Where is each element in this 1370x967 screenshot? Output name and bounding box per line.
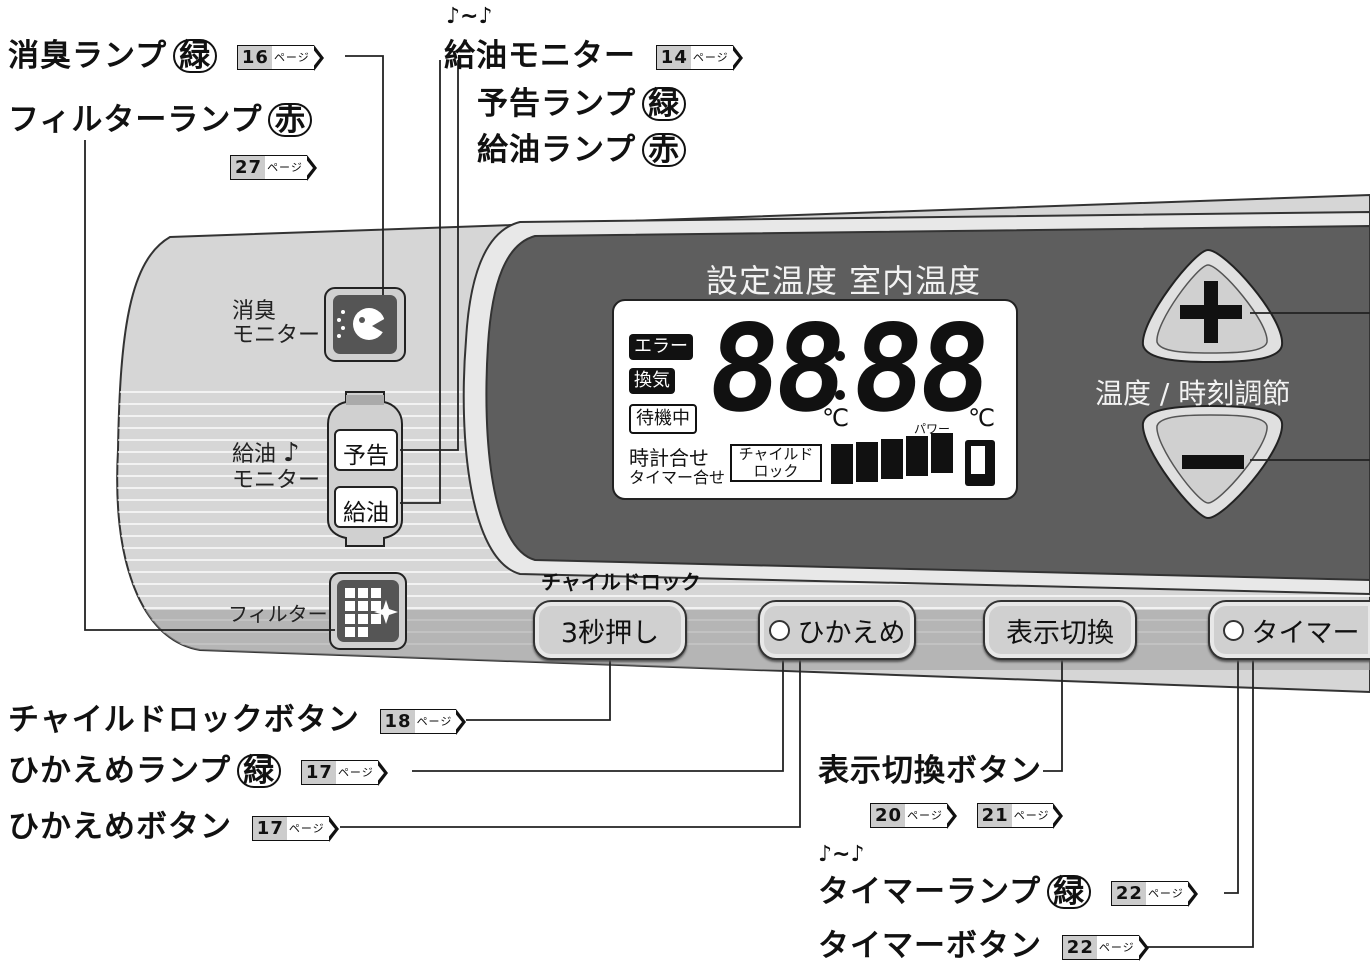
lcd-timer-set: タイマー合せ [629, 468, 726, 487]
fuel-monitor-chime: ♪~♪ [446, 4, 493, 29]
deodorize-monitor-label: 消臭 モニター [232, 299, 321, 348]
callout-text: フィルターランプ [8, 102, 263, 138]
lcd-unit-left: ℃ [822, 404, 849, 432]
color-badge: 緑 [642, 87, 687, 121]
timer-lamp-led [1222, 619, 1244, 641]
timer-lamp-chime: ♪~♪ [818, 842, 865, 867]
temp-time-label: 温度 / 時刻調節 [1095, 377, 1291, 410]
color-badge: 緑 [1047, 875, 1092, 909]
callout-text: 予告ランプ [477, 86, 637, 122]
timer-button[interactable]: タイマー [1208, 600, 1370, 660]
lcd-standby: 待機中 [629, 404, 697, 434]
lcd-clock-set: 時計合せ [629, 446, 709, 470]
deodorize-icon [353, 308, 385, 340]
filter-lamp-callout: フィルターランプ赤 [8, 102, 313, 138]
callout-text: 表示切換ボタン [818, 753, 1042, 789]
filter-icon [345, 588, 398, 637]
child-lock-caption: チャイルドロック [541, 570, 701, 594]
color-badge: 緑 [173, 39, 218, 73]
heater-icon [965, 440, 995, 486]
lcd-unit-right: ℃ [968, 404, 995, 432]
callout-text: ひかえめランプ [8, 753, 232, 789]
leader-lines [84, 55, 1370, 948]
fuel-monitor-label: 給油 ♪ モニター [232, 438, 321, 493]
minus-button[interactable]: − [1160, 420, 1260, 500]
fuel-lamp-callout: 給油ランプ赤 [477, 132, 687, 168]
notice-lamp: 予告 [343, 443, 389, 469]
display-heading: 設定温度 室内温度 [706, 262, 982, 300]
lcd-ventilation: 換気 [629, 368, 675, 394]
callout-text: 消臭ランプ [8, 38, 168, 74]
lcd-error: エラー [629, 334, 693, 360]
color-badge: 赤 [268, 103, 313, 137]
callout-text: 給油モニター [444, 38, 636, 74]
notice-lamp-callout: 予告ランプ緑 [477, 86, 687, 122]
callout-text: チャイルドロックボタン [8, 702, 360, 738]
eco-button[interactable]: ひかえめ [758, 600, 916, 660]
eco-lamp-led [768, 619, 790, 641]
display-switch-button[interactable]: 表示切換 [983, 600, 1137, 660]
callout-text: タイマーランプ [818, 874, 1042, 910]
color-badge: 緑 [237, 754, 282, 788]
child-lock-button[interactable]: 3秒押し [533, 600, 687, 660]
display-switch-button-callout: 表示切換ボタン [818, 753, 1042, 789]
filter-label: フィルター [228, 602, 328, 626]
color-badge: 赤 [642, 133, 687, 167]
lcd-child-lock: チャイルド ロック [730, 444, 822, 482]
plus-button[interactable]: + [1160, 270, 1260, 350]
callout-text: ひかえめボタン [8, 809, 232, 845]
power-bars [831, 433, 953, 484]
fuel-lamp: 給油 [343, 500, 389, 526]
callout-text: タイマーボタン [818, 928, 1042, 964]
lcd-power-label: パワー [914, 422, 951, 436]
callout-text: 給油ランプ [477, 132, 637, 168]
